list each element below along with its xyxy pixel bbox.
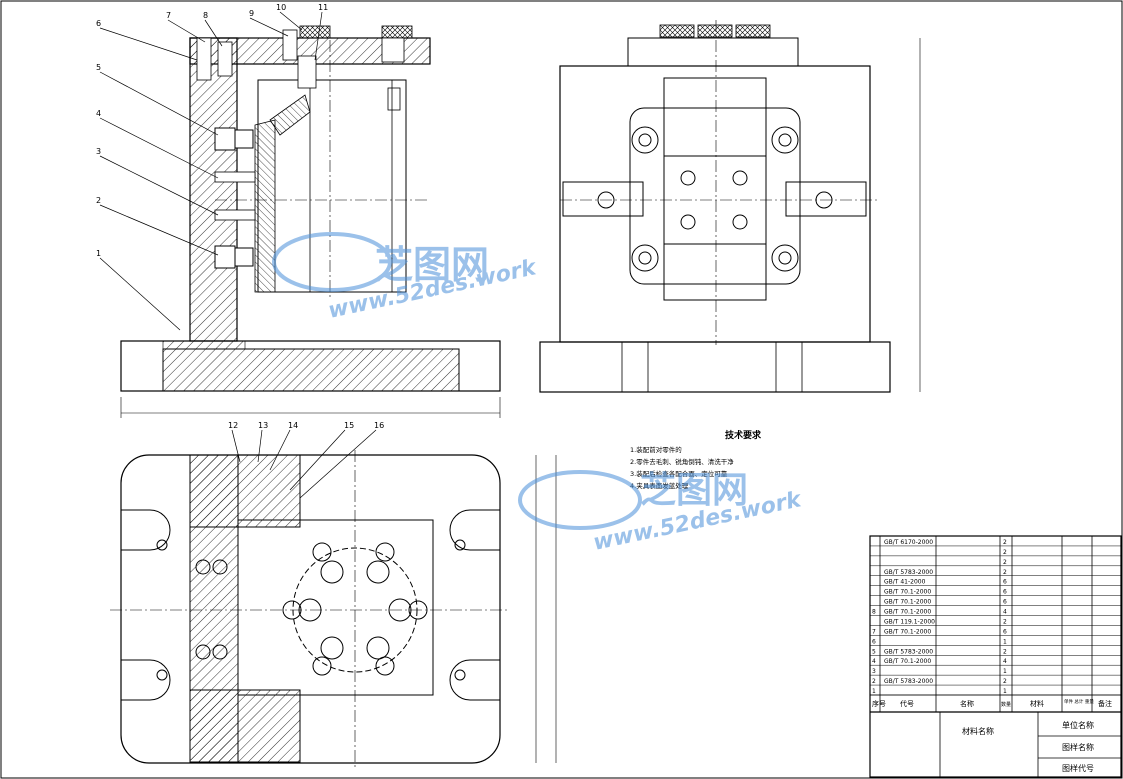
- bom-cell-qty: 2: [1003, 539, 1007, 546]
- leader-lines-front: [99, 11, 323, 331]
- bom-cell-qty: 2: [1003, 549, 1007, 556]
- label-16: 16: [374, 421, 384, 430]
- bom-cell-qty: 1: [1003, 668, 1007, 675]
- side-view-bolts: [597, 126, 833, 272]
- label-13: 13: [258, 421, 268, 430]
- bom-cell-code: GB/T 119.1-2000: [884, 618, 935, 625]
- bom-cell-qty: 2: [1003, 618, 1007, 625]
- material-label: 材料名称: [962, 726, 994, 736]
- technical-requirements: 技术要求 1.装配前对零件的 2.零件去毛刺、锐角倒钝、清洗干净 3.装配后检查…: [630, 429, 762, 490]
- bom-cell-qty: 2: [1003, 559, 1007, 566]
- label-1: 1: [96, 249, 101, 258]
- bom-cell-no: 6: [872, 638, 876, 645]
- label-5: 5: [96, 63, 101, 72]
- bom-cell-no: 5: [872, 648, 876, 655]
- bom-cell-code: GB/T 5783-2000: [884, 648, 933, 655]
- side-view: [539, 20, 921, 393]
- hdr-no: 序号: [872, 699, 886, 708]
- tech-line-3: 3.装配后检查各配合面、定位可靠: [630, 469, 728, 478]
- watermark-1: 芝图网 www.52des.work: [272, 232, 540, 324]
- label-6: 6: [96, 19, 101, 28]
- top-view: [110, 450, 557, 770]
- bom-cell-code: GB/T 70.1-2000: [884, 628, 931, 635]
- part-labels-top: 12 13 14 15 16: [228, 421, 384, 430]
- top-view-pattern: [156, 539, 466, 681]
- label-8: 8: [203, 11, 208, 20]
- hdr-name: 名称: [960, 699, 974, 708]
- bom-header: 序号 代号 名称 数量 材料 单件 总计 重量 备注: [872, 698, 1112, 708]
- hdr-remark: 备注: [1098, 699, 1112, 708]
- bom-cell-qty: 6: [1003, 628, 1007, 635]
- tech-line-2: 2.零件去毛刺、锐角倒钝、清洗干净: [630, 457, 734, 466]
- bom-cell-code: GB/T 5783-2000: [884, 569, 933, 576]
- bom-cell-code: GB/T 70.1-2000: [884, 599, 931, 606]
- bom-cell-qty: 2: [1003, 569, 1007, 576]
- bom-cell-code: GB/T 5783-2000: [884, 678, 933, 685]
- bom-cell-qty: 6: [1003, 589, 1007, 596]
- bom-cell-qty: 1: [1003, 638, 1007, 645]
- label-4: 4: [96, 109, 101, 118]
- bom-cell-no: 8: [872, 609, 876, 616]
- hdr-weight: 单件 总计 重量: [1064, 698, 1094, 705]
- front-section-view: [120, 25, 501, 418]
- bom-cell-no: 1: [872, 688, 876, 695]
- label-14: 14: [288, 421, 298, 430]
- company-label: 单位名称: [1062, 720, 1094, 730]
- hdr-material: 材料: [1030, 699, 1044, 708]
- label-7: 7: [166, 11, 171, 20]
- bom-cell-code: GB/T 70.1-2000: [884, 609, 931, 616]
- label-9: 9: [249, 9, 254, 18]
- label-2: 2: [96, 196, 101, 205]
- watermark-brand-1: 芝图网: [375, 243, 489, 287]
- bom-cell-no: 7: [872, 628, 876, 635]
- tech-title: 技术要求: [725, 429, 762, 441]
- bom-cell-no: 2: [872, 678, 876, 685]
- label-15: 15: [344, 421, 354, 430]
- hdr-qty: 数量: [1001, 701, 1011, 708]
- bom-cell-code: GB/T 41-2000: [884, 579, 926, 586]
- bom-cell-code: GB/T 70.1-2000: [884, 589, 931, 596]
- label-11: 11: [318, 3, 328, 12]
- drawing-name-label: 图样名称: [1062, 742, 1094, 752]
- label-10: 10: [276, 3, 286, 12]
- leader-lines-top: [231, 429, 377, 499]
- label-3: 3: [96, 147, 101, 156]
- bom-cell-qty: 6: [1003, 599, 1007, 606]
- part-labels-front: 6 5 4 3 2 1 7 8 9 10 11: [96, 3, 328, 258]
- tech-line-1: 1.装配前对零件的: [630, 445, 682, 454]
- bom-cell-qty: 4: [1003, 658, 1007, 665]
- bom-cell-qty: 2: [1003, 648, 1007, 655]
- drawing-no-label: 图样代号: [1062, 763, 1094, 773]
- hdr-code: 代号: [900, 699, 914, 708]
- watermark-brand-2: 芝图网: [640, 470, 748, 511]
- bom-cell-qty: 2: [1003, 678, 1007, 685]
- bom-cell-no: 4: [872, 658, 876, 665]
- title-block-labels: 材料名称 单位名称 图样名称 图样代号: [962, 720, 1094, 773]
- bom-cell-code: GB/T 70.1-2000: [884, 658, 931, 665]
- bom-cell-code: GB/T 6170-2000: [884, 539, 933, 546]
- tech-line-4: 4.夹具表面发蓝处理: [630, 481, 689, 490]
- bom-cell-qty: 1: [1003, 688, 1007, 695]
- bom-cell-qty: 6: [1003, 579, 1007, 586]
- bom-cell-no: 3: [872, 668, 876, 675]
- bom-cell-qty: 4: [1003, 609, 1007, 616]
- label-12: 12: [228, 421, 238, 430]
- watermark-2: 芝图网 www.52des.work: [518, 470, 805, 556]
